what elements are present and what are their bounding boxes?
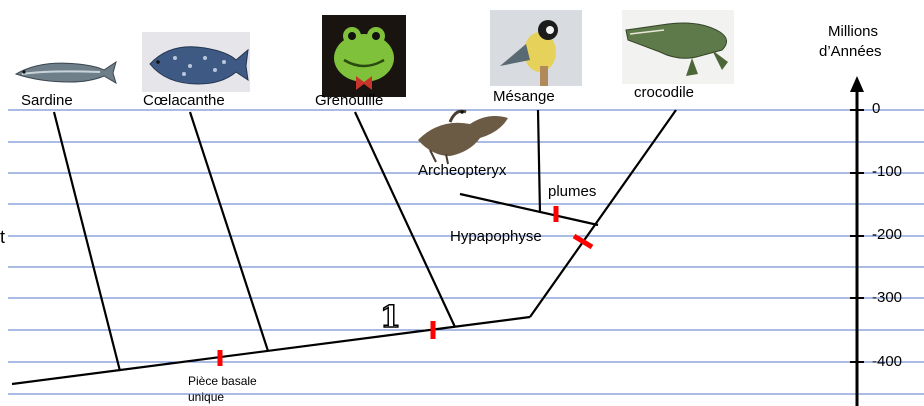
grenouille-photo [322, 15, 406, 97]
label-plumes: plumes [548, 183, 597, 200]
mesange-branch [536, 109, 542, 214]
axis-title-line2: d’Années [819, 43, 882, 60]
crocodile-photo [622, 10, 734, 84]
bird-clade-branch [459, 192, 599, 227]
axis-tick-label: 0 [872, 100, 881, 117]
tree-branches [11, 109, 677, 386]
node-number-marker: 1 [379, 300, 401, 335]
axis-tick-label: -200 [872, 226, 903, 243]
edge-text-fragment: t [0, 227, 6, 247]
character-markers [217, 206, 594, 366]
time-axis-arrow-icon [850, 76, 864, 92]
axis-tick-label: -300 [872, 289, 903, 306]
mesange-photo [490, 10, 582, 86]
trunk-branch [11, 315, 531, 386]
grid-lines [8, 109, 924, 395]
hypapophyse-marker [572, 233, 594, 250]
label-piece-basale: Pièce basale [188, 374, 257, 388]
label-coelacanthe: Cœlacanthe [143, 92, 225, 109]
sardine-branch [52, 111, 122, 372]
label-piece-basale-unique: unique [188, 390, 225, 404]
label-crocodile: crocodile [634, 84, 695, 101]
grenouille-branch [354, 111, 456, 328]
crocodile-branch [529, 109, 677, 318]
sardine-photo [10, 54, 118, 90]
coelacanthe-photo [142, 32, 250, 92]
axis-title-line1: Millions [828, 23, 879, 40]
label-mesange: Mésange [493, 88, 555, 105]
axis-tick-label: -400 [872, 353, 903, 370]
label-hypapophyse: Hypapophyse [450, 228, 542, 245]
coelacanthe-branch [188, 111, 270, 352]
archeopteryx-photo [418, 109, 508, 165]
label-grenouille: Grenouille [315, 92, 384, 109]
label-archeopteryx: Archeopteryx [418, 162, 507, 179]
time-axis [850, 76, 864, 406]
axis-tick-label: -100 [872, 163, 903, 180]
label-sardine: Sardine [21, 92, 73, 109]
